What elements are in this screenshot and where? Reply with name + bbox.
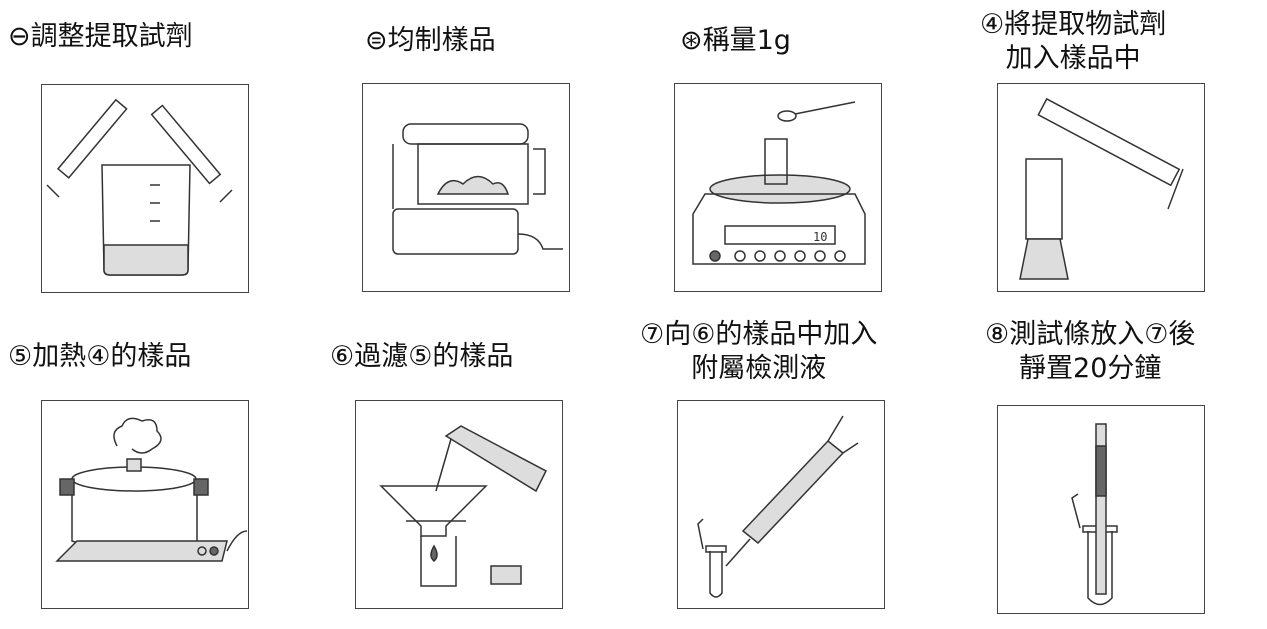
step-8-label: ⑧測試條放入⑦後靜置20分鐘 <box>985 318 1195 386</box>
step-8-illustration <box>997 405 1205 614</box>
label-text: ⑧ <box>985 319 1010 350</box>
label-text: 調整提取試劑 <box>30 21 193 52</box>
measuring-cylinder-icon <box>46 98 128 198</box>
test-tube-icon <box>1071 493 1118 606</box>
label-text: ⊛ <box>680 25 703 56</box>
cooking-pot-icon <box>59 458 209 552</box>
label-text: 向⑥的樣品中加入 <box>664 319 878 350</box>
pipette-icon <box>725 415 859 567</box>
funnel-icon <box>379 485 488 587</box>
step-1-label: ⊖調整提取試劑 <box>8 20 193 54</box>
step-2-label: ⊜均制樣品 <box>365 24 496 58</box>
label-text: 加入樣品中 <box>1005 43 1141 74</box>
step-7-label: ⑦向⑥的樣品中加入附屬檢測液 <box>640 318 877 386</box>
label-text: ⑤ <box>8 341 33 372</box>
sample-tube-icon <box>1019 158 1069 280</box>
label-text: ④ <box>980 9 1005 40</box>
label-text: 靜置20分鐘 <box>1019 353 1162 384</box>
label-text: 稱量1g <box>702 25 791 56</box>
step-3-illustration: 10 <box>674 83 882 292</box>
spoon-icon <box>777 101 856 122</box>
balance-scale-icon: 10 <box>692 138 866 265</box>
label-text: 將提取物試劑 <box>1004 9 1167 40</box>
cap-icon <box>490 565 522 585</box>
label-text: ⑥ <box>330 341 355 372</box>
test-strip-icon <box>1095 423 1107 595</box>
step-7-illustration <box>677 400 885 609</box>
step-3-label: ⊛稱量1g <box>680 24 791 58</box>
test-tube-icon <box>697 518 727 598</box>
step-2-illustration <box>362 83 570 292</box>
step-5-illustration <box>41 400 249 609</box>
measuring-cylinder-icon <box>150 104 233 203</box>
label-text: ⊖ <box>8 21 31 52</box>
scale-display: 10 <box>813 230 827 244</box>
label-text: ⊜ <box>365 25 388 56</box>
label-text: 過濾⑤的樣品 <box>354 341 514 372</box>
label-text: 均制樣品 <box>387 25 496 56</box>
step-5-label: ⑤加熱④的樣品 <box>8 340 191 374</box>
food-processor-icon <box>392 123 563 255</box>
measuring-cylinder-icon <box>1037 97 1184 210</box>
step-4-illustration <box>997 83 1205 292</box>
step-6-illustration <box>355 400 563 609</box>
label-text: 測試條放入⑦後 <box>1009 319 1196 350</box>
step-1-illustration <box>41 84 249 293</box>
beaker-icon <box>101 164 191 276</box>
label-text: 加熱④的樣品 <box>32 341 192 372</box>
step-6-label: ⑥過濾⑤的樣品 <box>330 340 513 374</box>
pouring-tube-icon <box>435 425 547 493</box>
label-text: 附屬檢測液 <box>691 353 827 384</box>
label-text: ⑦ <box>640 319 665 350</box>
step-4-label: ④將提取物試劑加入樣品中 <box>980 8 1166 76</box>
steam-icon <box>113 417 162 454</box>
hot-plate-icon <box>55 530 248 562</box>
